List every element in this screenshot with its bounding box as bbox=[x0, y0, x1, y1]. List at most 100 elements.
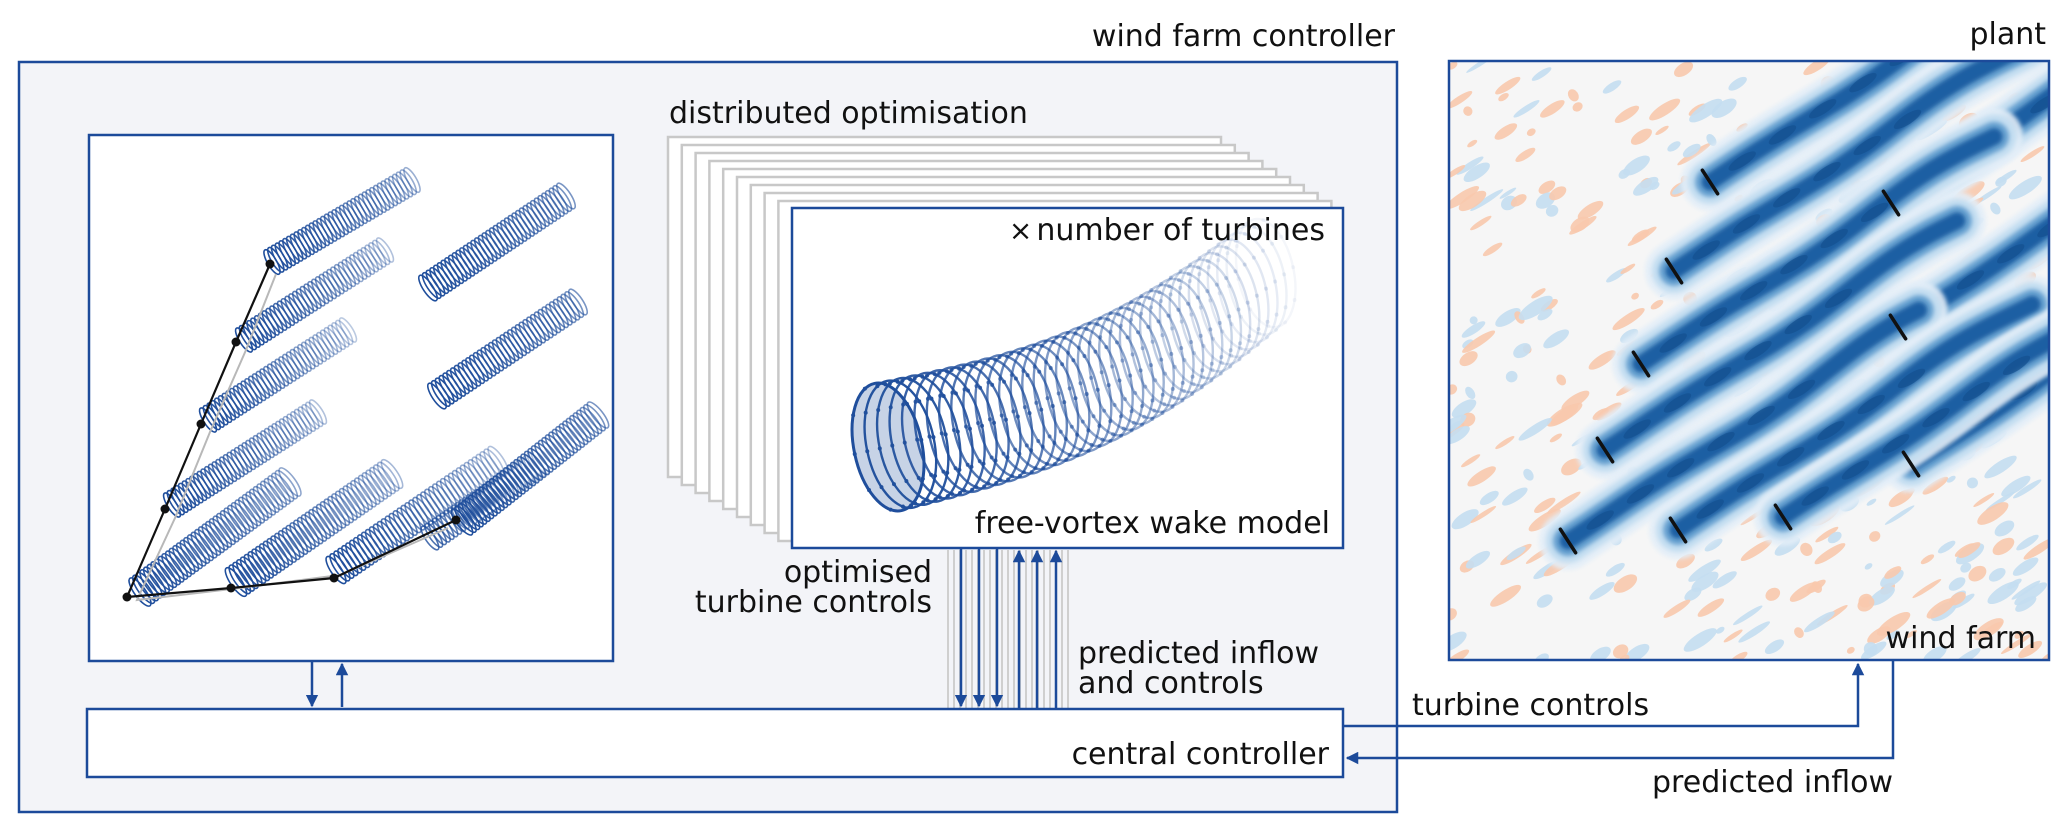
deficit-patch bbox=[2001, 475, 2031, 497]
speedup-patch bbox=[1549, 186, 1567, 201]
vortex-node bbox=[1217, 291, 1222, 296]
vortex-node bbox=[1073, 331, 1078, 336]
vortex-ring bbox=[471, 491, 495, 520]
vortex-node bbox=[1264, 335, 1269, 340]
vortex-ring bbox=[551, 428, 575, 457]
deficit-patch bbox=[1869, 586, 1895, 606]
speedup-patch bbox=[1459, 351, 1478, 367]
vortex-node bbox=[989, 455, 994, 460]
vortex-ring bbox=[365, 469, 389, 500]
vortex-ring bbox=[426, 382, 448, 410]
vortex-node bbox=[1178, 269, 1183, 274]
vortex-ring bbox=[1168, 265, 1233, 380]
deficit-patch bbox=[1738, 621, 1771, 643]
vortex-node bbox=[1238, 346, 1243, 351]
vortex-node bbox=[1261, 248, 1266, 253]
vortex-node bbox=[1013, 376, 1018, 381]
vortex-node bbox=[1146, 324, 1151, 329]
vortex-node bbox=[1138, 368, 1143, 373]
vortex-ring bbox=[361, 472, 385, 503]
vortex-node bbox=[1150, 339, 1155, 344]
speedup-patch bbox=[1729, 651, 1748, 659]
vortex-node bbox=[1228, 348, 1233, 353]
vortex-node bbox=[917, 399, 922, 404]
vortex-node bbox=[1228, 364, 1233, 369]
deficit-patch bbox=[1495, 308, 1521, 327]
deficit-patch bbox=[1456, 156, 1484, 175]
deficit-patch bbox=[1499, 187, 1517, 199]
vortex-ring bbox=[293, 408, 313, 435]
vortex-node bbox=[994, 481, 999, 486]
wake-core bbox=[1663, 393, 1692, 413]
vortex-ring bbox=[1197, 245, 1261, 359]
vortex-ring bbox=[454, 505, 477, 534]
vortex-ring bbox=[308, 508, 332, 540]
vortex-node bbox=[1062, 400, 1067, 405]
vortex-node bbox=[990, 382, 995, 387]
vortex-node bbox=[1176, 278, 1181, 283]
vortex-node bbox=[1245, 300, 1250, 305]
vortex-node bbox=[1091, 414, 1096, 419]
speedup-patch bbox=[1697, 598, 1725, 617]
speedup-patch bbox=[1630, 128, 1652, 145]
vortex-ring bbox=[142, 566, 167, 597]
vortex-ring bbox=[586, 401, 610, 429]
vortex-node bbox=[1160, 410, 1165, 415]
vortex-ring bbox=[399, 169, 418, 196]
vortex-ring bbox=[274, 532, 297, 563]
vortex-node bbox=[1190, 391, 1195, 396]
vortex-node bbox=[982, 484, 987, 489]
vortex-node bbox=[993, 458, 998, 463]
vortex-ring bbox=[369, 466, 393, 498]
vortex-ring bbox=[403, 166, 421, 194]
speedup-patch bbox=[1663, 599, 1691, 618]
vortex-node bbox=[1119, 414, 1124, 419]
speedup-patch bbox=[1494, 123, 1518, 140]
vortex-ring bbox=[223, 507, 247, 538]
speedup-patch bbox=[1926, 598, 1956, 619]
speedup-patch bbox=[1803, 62, 1831, 76]
wake-core bbox=[1893, 109, 1922, 130]
vortex-node bbox=[908, 377, 913, 382]
vortex-ring bbox=[329, 552, 351, 582]
vortex-node bbox=[1149, 288, 1154, 293]
speedup-patch bbox=[1540, 100, 1565, 118]
distributed-optimisation-label: distributed optimisation bbox=[669, 96, 1028, 131]
speedup-patch bbox=[1567, 89, 1579, 102]
wake-core bbox=[1927, 17, 1959, 43]
turbine-node bbox=[122, 592, 132, 602]
deficit-patch bbox=[1948, 577, 1966, 591]
vortex-node bbox=[1130, 352, 1135, 357]
wind-farm-layout-panel bbox=[87, 133, 615, 663]
wind-farm-controller-title: wind farm controller bbox=[1092, 19, 1396, 54]
vortex-ring bbox=[212, 515, 236, 546]
vortex-node bbox=[1160, 392, 1165, 397]
turbine-rotor-icon bbox=[1631, 350, 1651, 378]
vortex-node bbox=[1102, 408, 1107, 413]
wake-core bbox=[1962, 381, 1990, 402]
vortex-node bbox=[888, 507, 893, 512]
vortex-node bbox=[1170, 326, 1175, 331]
deficit-patch bbox=[1667, 141, 1681, 152]
vortex-node bbox=[933, 497, 938, 502]
vortex-ring bbox=[286, 413, 305, 440]
vortex-ring bbox=[245, 491, 269, 522]
vortex-node bbox=[1037, 369, 1042, 374]
turbine-rotor-icon bbox=[1595, 436, 1615, 464]
wake-core bbox=[1817, 420, 1845, 441]
vortex-node bbox=[1060, 362, 1065, 367]
predicted-controls-label-line2: and controls bbox=[1078, 666, 1264, 701]
vortex-ring bbox=[1178, 258, 1243, 373]
vortex-ring bbox=[537, 439, 561, 468]
wake-core bbox=[1841, 460, 1870, 480]
wake-core bbox=[1659, 333, 1687, 353]
deficit-patch bbox=[2014, 582, 2048, 606]
turbine-node bbox=[231, 337, 241, 347]
speedup-patch bbox=[1450, 165, 1466, 179]
vortex-ring bbox=[316, 331, 335, 358]
vortex-ring bbox=[319, 501, 343, 532]
vortex-node bbox=[945, 470, 950, 475]
deficit-patch bbox=[1602, 80, 1622, 94]
vortex-node bbox=[1005, 455, 1010, 460]
